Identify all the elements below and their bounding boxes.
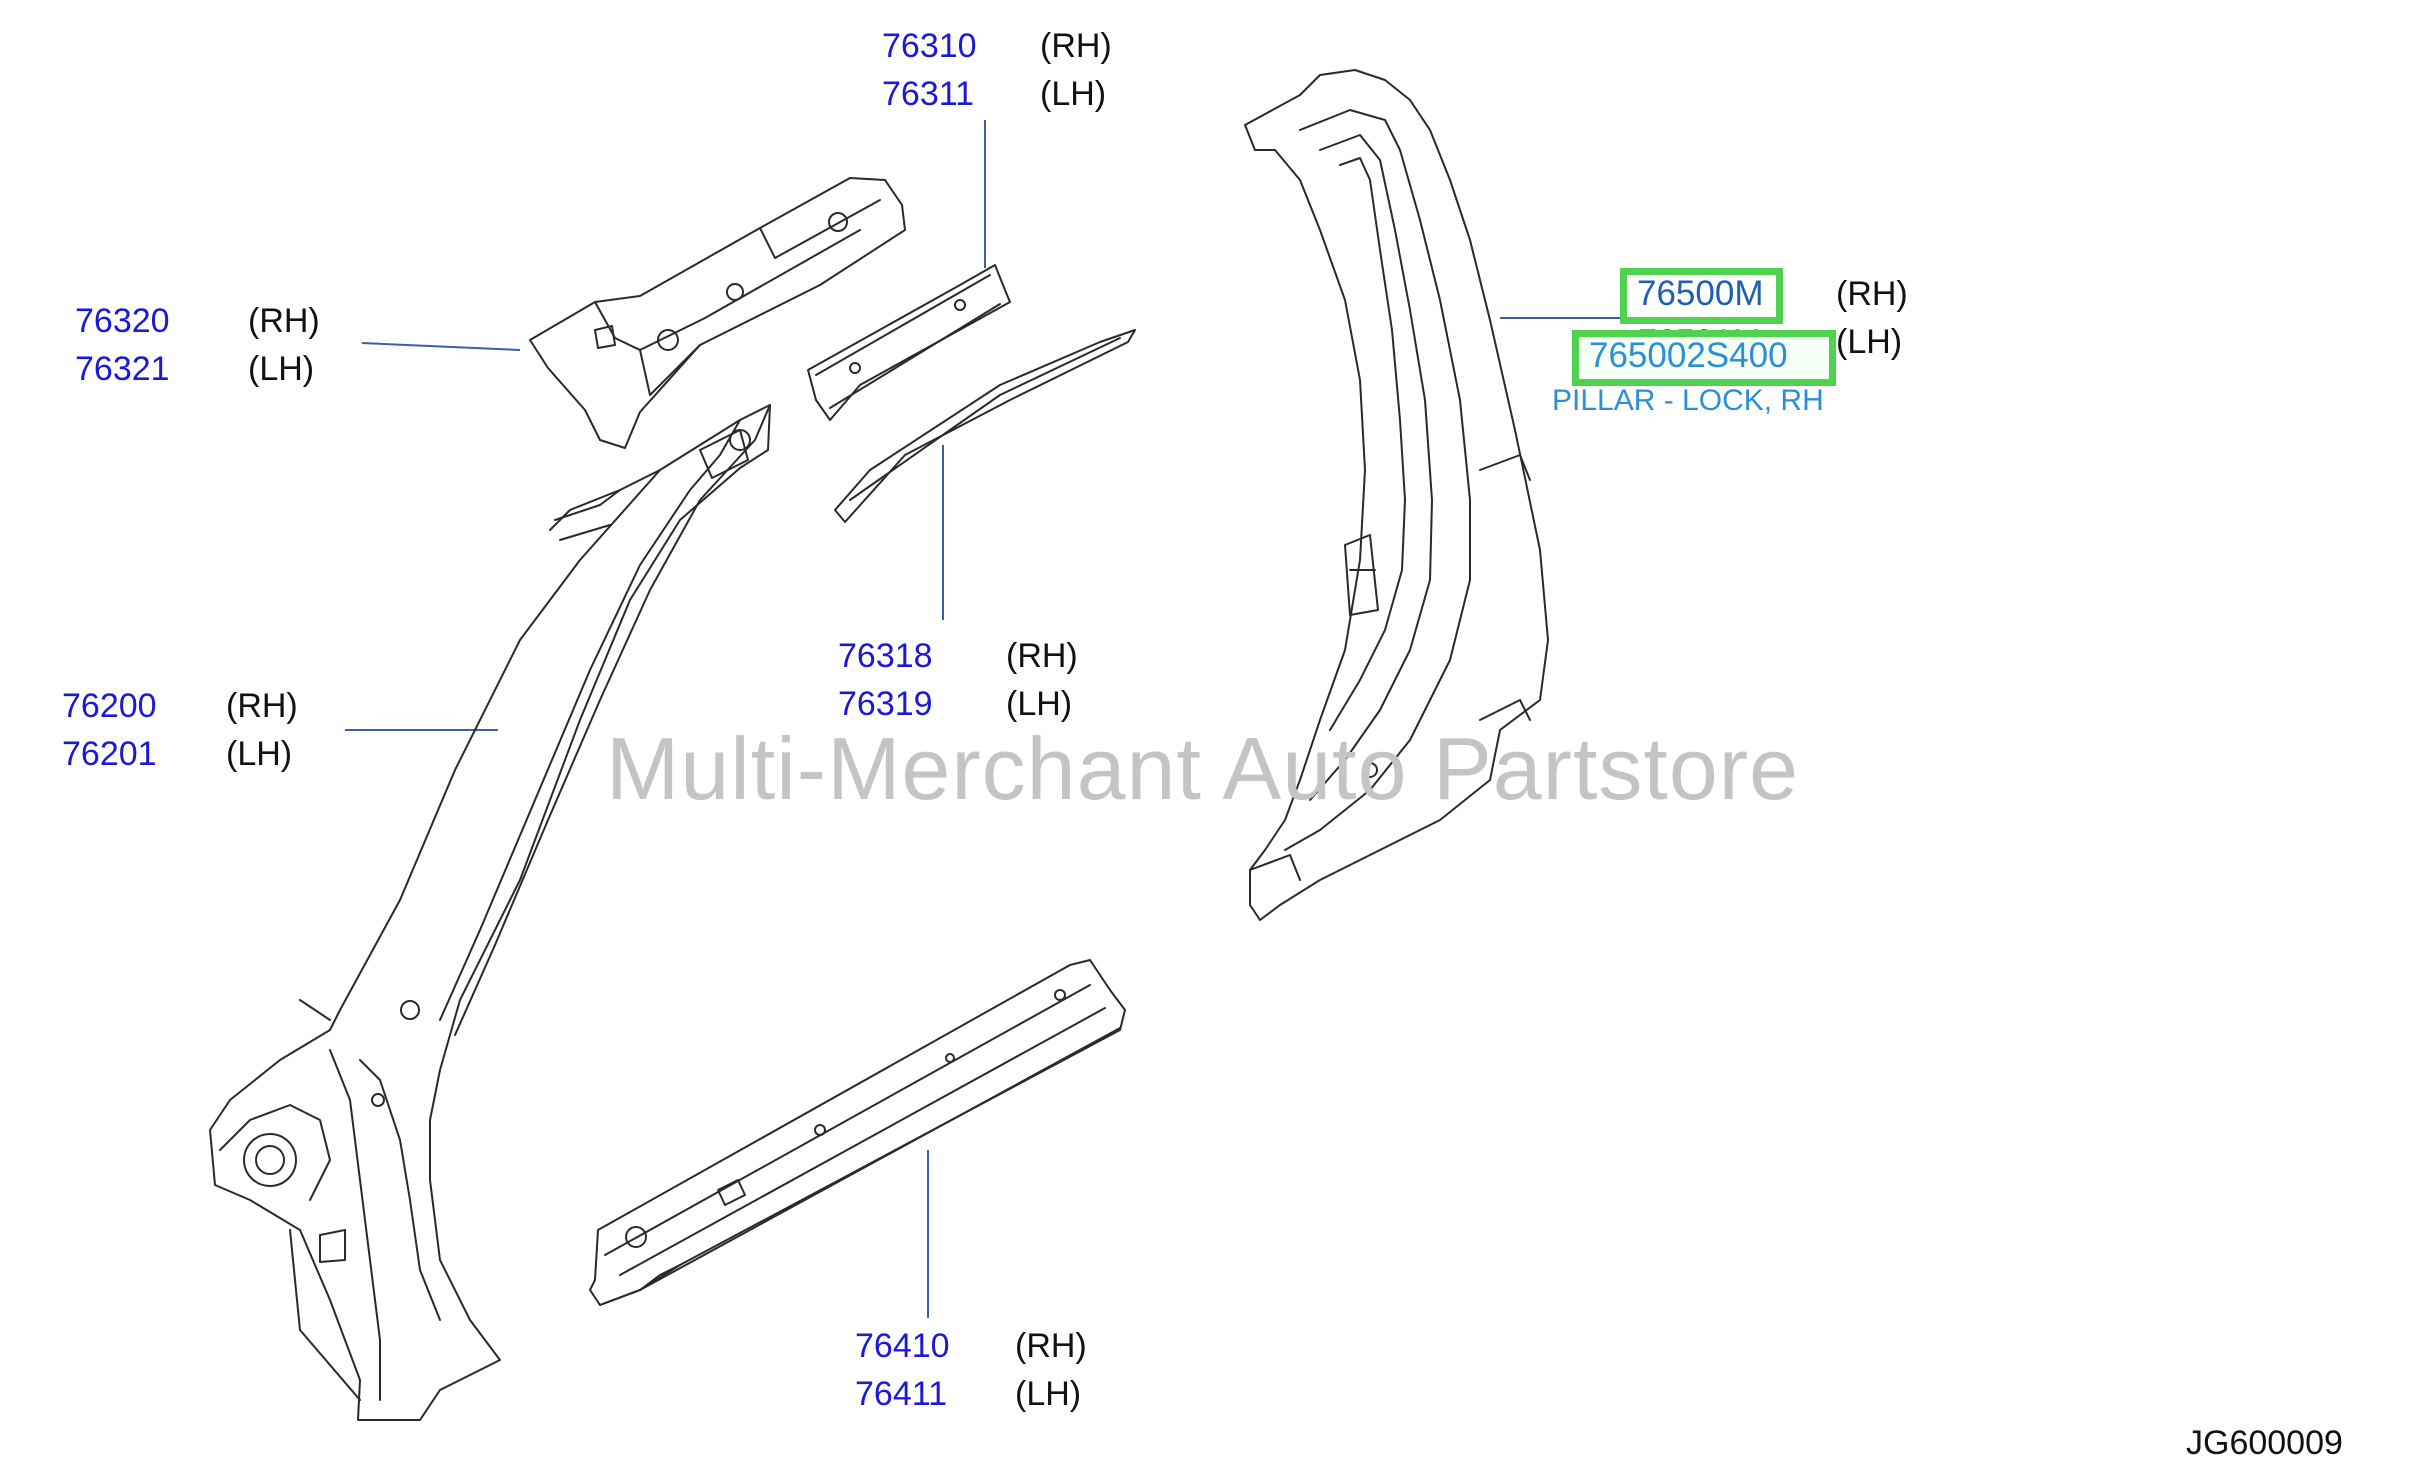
side-label-lh: (LH) (226, 735, 293, 773)
part-76310-rail (807, 264, 1011, 421)
side-label-rh: (RH) (1015, 1327, 1087, 1365)
side-label-lh: (LH) (1015, 1375, 1082, 1413)
part-number-76319[interactable]: 76319 (838, 685, 933, 723)
part-76500-lock-pillar (1244, 69, 1549, 921)
part-76320-bracket (529, 177, 906, 449)
part-number-76500m: 76500M (1637, 274, 1764, 313)
side-label-rh: (RH) (248, 302, 320, 340)
part-76200-front-pillar (209, 404, 771, 1421)
part-number-76311[interactable]: 76311 (882, 75, 975, 113)
side-label-rh: (RH) (226, 687, 298, 725)
part-number-76321[interactable]: 76321 (75, 350, 170, 388)
diagram-code: JG600009 (2186, 1424, 2343, 1462)
part-number-76318[interactable]: 76318 (838, 637, 933, 675)
highlight-box-76500m[interactable]: 76500M (1620, 268, 1783, 324)
side-label-rh: (RH) (1040, 27, 1112, 65)
side-label-rh: (RH) (1836, 275, 1908, 313)
part-number-76410[interactable]: 76410 (855, 1327, 950, 1365)
leader-76320 (361, 342, 521, 351)
side-label-lh: (LH) (1006, 685, 1073, 723)
part-number-76310[interactable]: 76310 (882, 27, 977, 65)
part-number-76320[interactable]: 76320 (75, 302, 170, 340)
part-76318-rail (834, 329, 1136, 523)
part-number-76411[interactable]: 76411 (855, 1375, 948, 1413)
side-label-rh: (RH) (1006, 637, 1078, 675)
part-description: PILLAR - LOCK, RH (1552, 384, 1824, 417)
highlight-box-765002s400[interactable]: 765002S400 (1572, 330, 1836, 386)
side-label-lh: (LH) (1040, 75, 1107, 113)
side-label-lh: (LH) (248, 350, 315, 388)
part-number-765002s400: 765002S400 (1589, 336, 1788, 375)
part-number-76201[interactable]: 76201 (62, 735, 157, 773)
part-number-76200[interactable]: 76200 (62, 687, 157, 725)
watermark: Multi-Merchant Auto Partstore (606, 719, 1800, 818)
side-label-lh: (LH) (1836, 323, 1903, 361)
part-76410-sill (589, 959, 1126, 1306)
